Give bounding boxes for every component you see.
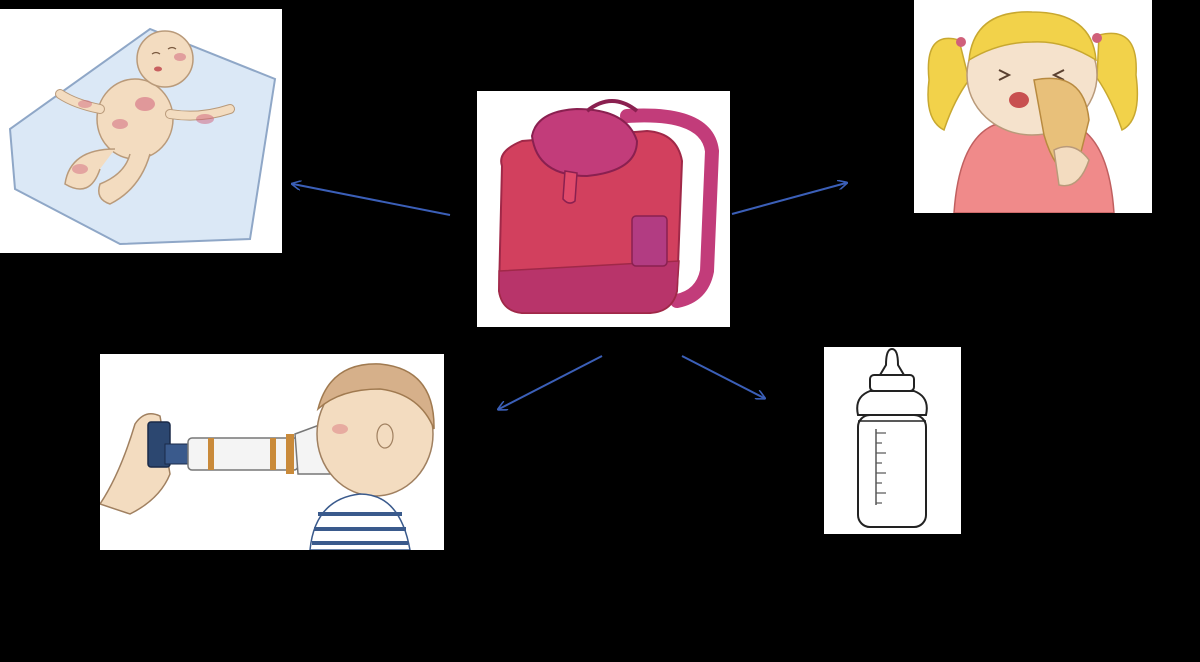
baby-rash-card <box>0 9 282 253</box>
baby-bottle-card <box>824 347 961 534</box>
inhaler-spacer-icon <box>100 363 435 550</box>
arrow-to-baby <box>293 184 451 216</box>
arrow-to-bottle <box>681 355 764 398</box>
arrow-to-girl <box>731 183 846 215</box>
inhaler-spacer-card <box>100 354 444 550</box>
sneezing-girl-card <box>914 0 1152 213</box>
backpack-icon <box>497 99 720 314</box>
sneezing-girl-icon <box>927 11 1139 213</box>
baby-rash-icon <box>8 27 277 246</box>
arrow-to-inhaler <box>499 355 603 409</box>
backpack-card <box>477 91 730 327</box>
baby-bottle-icon <box>856 347 928 528</box>
